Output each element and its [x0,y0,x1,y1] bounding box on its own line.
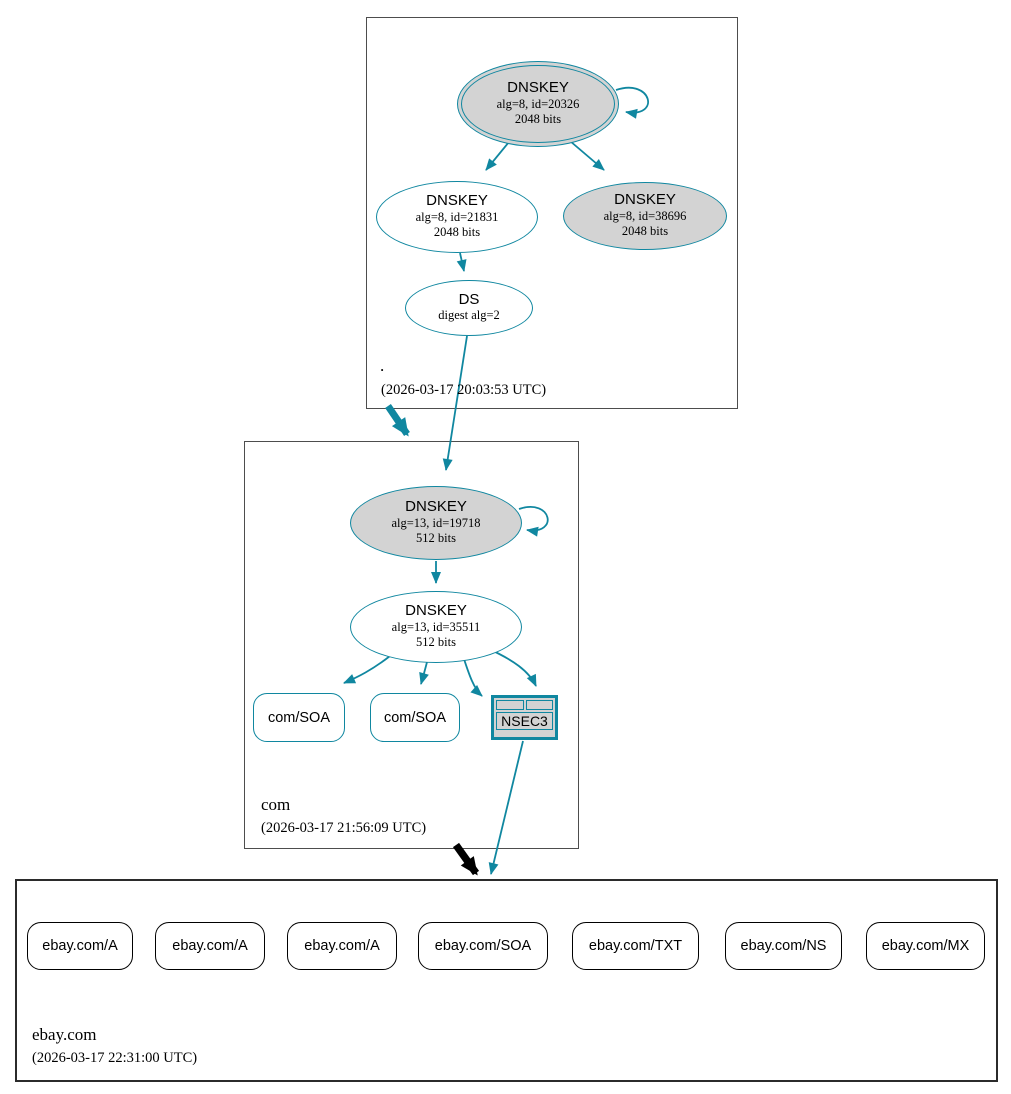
zone-timestamp-ebay: (2026-03-17 22:31:00 UTC) [32,1050,198,1066]
node-com-soa-2[interactable]: com/SOA [370,693,460,742]
node-title: DNSKEY [614,191,676,209]
zone-timestamp-com: (2026-03-17 21:56:09 UTC) [261,820,427,836]
node-title: DS [458,290,480,308]
node-detail: digest alg=2 [438,308,500,323]
nsec3-cell-left [496,700,524,710]
node-ebay-a-1[interactable]: ebay.com/A [27,922,133,970]
node-ebay-txt[interactable]: ebay.com/TXT [572,922,699,970]
node-ebay-ns[interactable]: ebay.com/NS [725,922,842,970]
zone-box-root [366,17,738,409]
node-title: DNSKEY [507,79,569,97]
zone-label-com: com [261,795,291,814]
node-label: ebay.com/A [172,938,248,954]
nsec3-cell-right [525,700,553,710]
node-detail: alg=8, id=21831 [415,209,499,224]
node-detail: 512 bits [416,635,456,650]
node-root-dnskey-38696[interactable]: DNSKEY alg=8, id=38696 2048 bits [563,182,727,250]
zone-box-com [244,441,579,849]
node-label: ebay.com/A [42,938,118,954]
node-root-ds[interactable]: DS digest alg=2 [405,280,533,336]
zone-timestamp-root: (2026-03-17 20:03:53 UTC) [381,382,547,398]
node-ebay-a-3[interactable]: ebay.com/A [287,922,397,970]
node-ebay-soa[interactable]: ebay.com/SOA [418,922,548,970]
node-com-dnskey-35511[interactable]: DNSKEY alg=13, id=35511 512 bits [350,591,522,663]
node-label: com/SOA [267,709,331,726]
node-ebay-a-2[interactable]: ebay.com/A [155,922,265,970]
node-detail: alg=13, id=19718 [391,515,481,530]
node-title: DNSKEY [405,602,467,620]
node-com-dnskey-19718[interactable]: DNSKEY alg=13, id=19718 512 bits [350,486,522,560]
node-detail: 512 bits [416,531,456,546]
edge-com-to-ebay-delegation [452,842,480,876]
node-detail: alg=8, id=38696 [603,208,687,223]
zone-box-ebay [15,879,998,1082]
node-label: NSEC3 [496,712,553,730]
node-root-dnskey-21831[interactable]: DNSKEY alg=8, id=21831 2048 bits [376,181,538,253]
nsec3-header-cells [496,700,553,710]
node-root-dnskey-20326[interactable]: DNSKEY alg=8, id=20326 2048 bits [457,61,619,147]
node-label: ebay.com/NS [740,938,827,954]
zone-label-root: . [380,356,385,375]
node-title: DNSKEY [405,498,467,516]
node-label: com/SOA [383,709,447,726]
node-detail: 2048 bits [433,225,481,240]
zone-label-ebay: ebay.com [32,1025,97,1044]
node-detail: alg=13, id=35511 [391,619,481,634]
node-com-nsec3[interactable]: NSEC3 [491,695,558,740]
node-com-soa-1[interactable]: com/SOA [253,693,345,742]
node-detail: 2048 bits [621,224,669,239]
node-label: ebay.com/A [304,938,380,954]
node-label: ebay.com/MX [881,938,970,954]
node-title: DNSKEY [426,192,488,210]
edge-root-to-com-delegation [385,404,410,437]
node-label: ebay.com/SOA [434,938,532,954]
node-detail: alg=8, id=20326 [496,96,580,111]
node-detail: 2048 bits [514,112,562,127]
node-label: ebay.com/TXT [588,938,683,954]
node-ebay-mx[interactable]: ebay.com/MX [866,922,985,970]
